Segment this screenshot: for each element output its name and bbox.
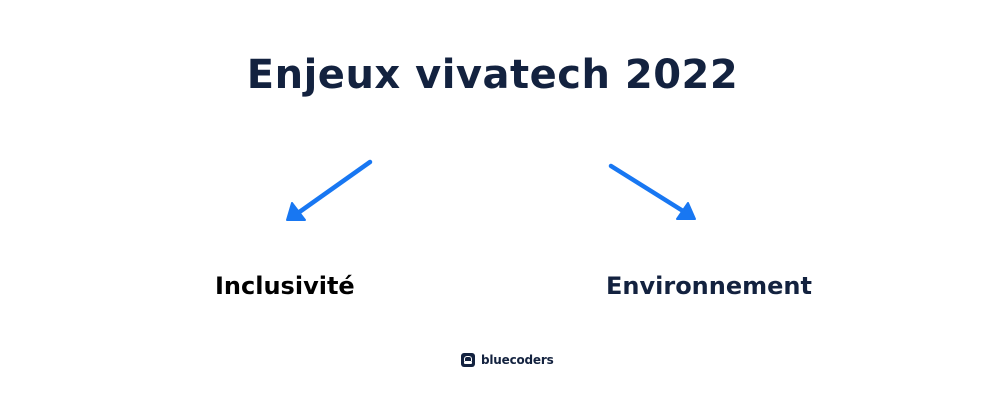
logo-text: bluecoders — [481, 353, 554, 367]
bluecoders-logo: bluecoders — [461, 350, 554, 370]
page-title: Enjeux vivatech 2022 — [246, 52, 739, 98]
bluecoders-logo-icon — [461, 353, 475, 367]
branch-label-inclusivite: Inclusivité — [215, 272, 355, 300]
branch-label-environnement: Environnement — [606, 272, 812, 300]
arrow-left — [286, 159, 373, 221]
arrow-right — [608, 163, 696, 220]
